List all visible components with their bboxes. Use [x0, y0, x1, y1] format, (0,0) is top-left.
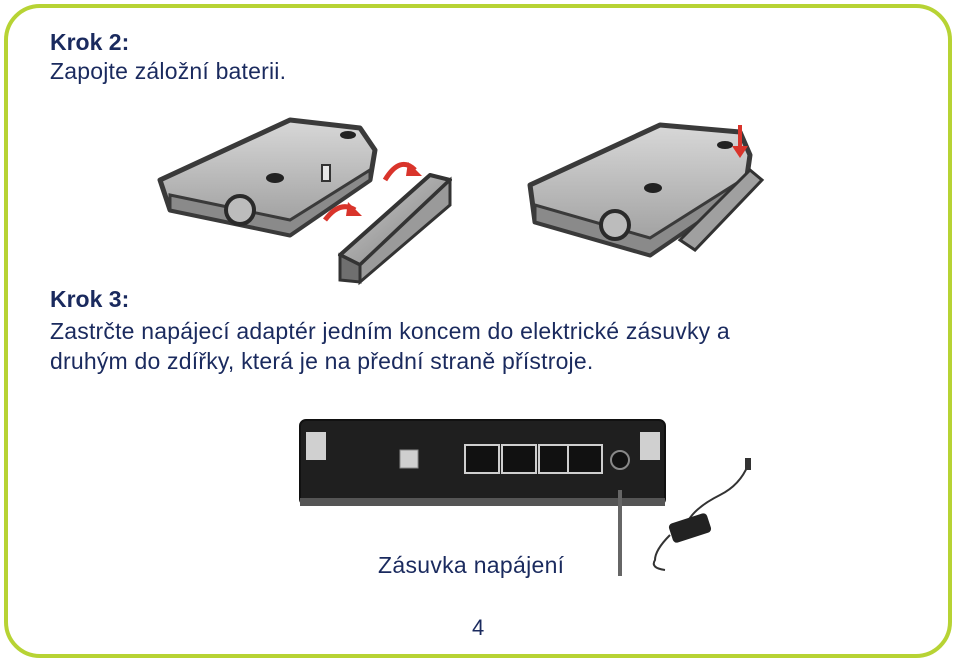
device-closed-icon	[527, 122, 765, 258]
power-socket-icon	[610, 450, 630, 470]
power-socket-caption: Zásuvka napájení	[378, 552, 565, 578]
ethernet-ports-icon	[464, 444, 603, 474]
power-adapter-icon	[652, 458, 751, 571]
step2-text: Zapojte záložní baterii.	[50, 58, 287, 84]
page-number: 4	[472, 615, 485, 640]
step3-text-line2: druhým do zdířky, která je na přední str…	[50, 348, 594, 374]
battery-icon	[338, 173, 452, 286]
device-open-icon	[157, 117, 378, 238]
down-arrow-head-icon	[732, 146, 748, 158]
power-connection-illustration	[299, 419, 751, 576]
step3-title: Krok 3:	[50, 286, 130, 312]
device-back-panel-icon	[299, 419, 666, 506]
insert-arrow-head-icon	[346, 202, 362, 216]
page-frame	[4, 4, 952, 658]
insert-arrow-head-icon	[406, 162, 422, 176]
battery-insertion-illustration	[157, 117, 765, 286]
step3-text-line1: Zastrčte napájecí adaptér jedním koncem …	[50, 318, 730, 344]
step2-title: Krok 2:	[50, 29, 130, 55]
